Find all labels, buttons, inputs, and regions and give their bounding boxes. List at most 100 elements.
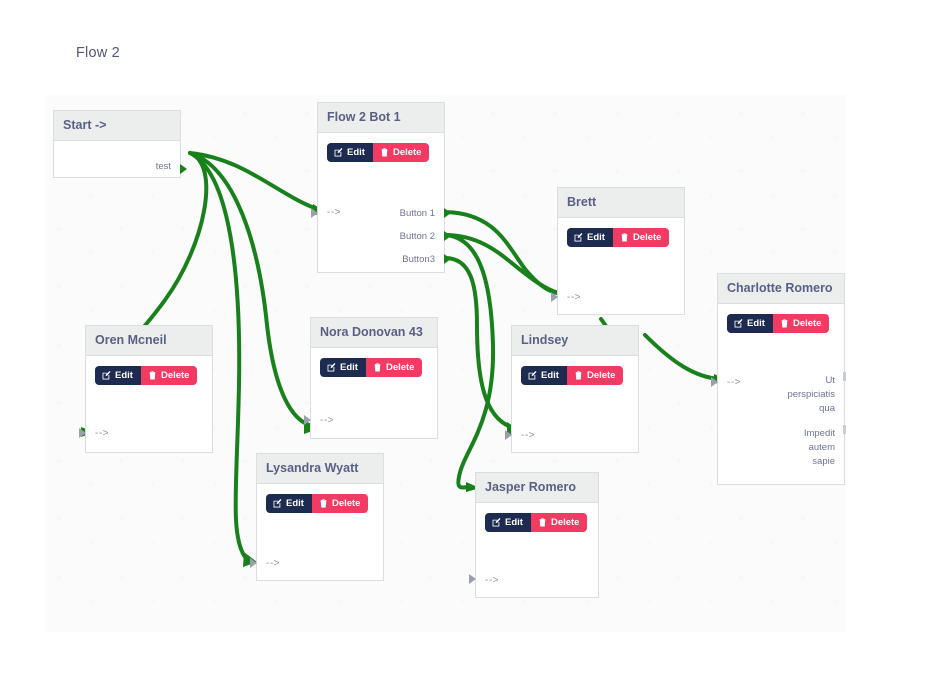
node-body-lysandra-wyatt: Edit Delete --> — [257, 484, 383, 581]
port-in-brett[interactable]: --> — [567, 292, 581, 303]
delete-button-brett[interactable]: Delete — [612, 228, 670, 247]
input-handle-oren-mcneil[interactable] — [79, 428, 86, 438]
delete-button-label: Delete — [550, 517, 580, 528]
action-buttons-brett: Edit Delete — [567, 228, 670, 247]
delete-button-label: Delete — [632, 232, 662, 243]
delete-button-charlotte-romero[interactable]: Delete — [772, 314, 830, 333]
output-handle-button-1[interactable] — [444, 208, 451, 218]
trash-icon — [380, 148, 389, 157]
message-text-line-6: sapie — [812, 456, 835, 467]
input-handle-lindsey[interactable] — [505, 430, 512, 440]
edit-button-flow-2-bot-1[interactable]: Edit — [327, 143, 373, 162]
pencil-square-icon — [102, 371, 111, 380]
action-buttons-jasper-romero: Edit Delete — [485, 513, 588, 532]
flow-canvas[interactable]: Start -> test Flow 2 Bot 1 Edit — [45, 95, 846, 632]
port-out-test[interactable]: test — [155, 161, 171, 172]
edit-button-label: Edit — [347, 147, 365, 158]
edit-button-label: Edit — [587, 232, 605, 243]
edit-button-nora-donovan-43[interactable]: Edit — [320, 358, 366, 377]
node-body-flow-2-bot-1: Edit Delete --> Button 1 Button 2 Button… — [318, 133, 444, 273]
input-handle-charlotte-romero[interactable] — [711, 377, 718, 387]
node-lysandra-wyatt[interactable]: Lysandra Wyatt Edit Delete — [250, 453, 384, 581]
trash-icon — [373, 363, 382, 372]
node-oren-mcneil[interactable]: Oren Mcneil Edit Delete — [79, 325, 213, 453]
pencil-square-icon — [492, 518, 501, 527]
port-in-lysandra-wyatt[interactable]: --> — [266, 558, 280, 569]
output-handle-charlotte-2[interactable] — [843, 425, 846, 434]
trash-icon — [148, 371, 157, 380]
delete-button-label: Delete — [331, 498, 361, 509]
port-in-oren-mcneil[interactable]: --> — [95, 428, 109, 439]
edit-button-label: Edit — [115, 370, 133, 381]
pencil-square-icon — [273, 499, 282, 508]
output-handle-charlotte-1[interactable] — [843, 372, 846, 381]
edit-button-label: Edit — [340, 362, 358, 373]
delete-button-label: Delete — [385, 362, 415, 373]
action-buttons-oren-mcneil: Edit Delete — [95, 366, 198, 385]
port-out-button-3[interactable]: Button3 — [402, 254, 435, 265]
edit-button-lindsey[interactable]: Edit — [521, 366, 567, 385]
input-handle-brett[interactable] — [551, 292, 558, 302]
edge-button1-to-brett — [443, 210, 568, 296]
input-handle-flow-2-bot-1[interactable] — [311, 208, 318, 218]
action-buttons-nora-donovan-43: Edit Delete — [320, 358, 423, 377]
node-title-flow-2-bot-1: Flow 2 Bot 1 — [318, 103, 444, 133]
edit-button-label: Edit — [286, 498, 304, 509]
node-lindsey[interactable]: Lindsey Edit Delete — [505, 325, 639, 453]
action-buttons-flow-2-bot-1: Edit Delete — [327, 143, 430, 162]
message-text-line-4: Impedit — [803, 428, 835, 439]
input-handle-lysandra-wyatt[interactable] — [250, 558, 257, 568]
node-title-charlotte-romero: Charlotte Romero — [718, 274, 844, 304]
port-in-jasper-romero[interactable]: --> — [485, 575, 499, 586]
page-title: Flow 2 — [76, 45, 120, 61]
node-body-charlotte-romero: Edit Delete --> Ut perspiciatis qua Impe… — [718, 304, 844, 485]
port-out-button-2[interactable]: Button 2 — [399, 231, 435, 242]
pencil-square-icon — [528, 371, 537, 380]
edge-start-to-bot — [188, 151, 319, 211]
message-text-line-2: perspiciatis — [787, 389, 835, 400]
action-buttons-lysandra-wyatt: Edit Delete — [266, 494, 369, 513]
port-out-button-1[interactable]: Button 1 — [399, 208, 435, 219]
edit-button-charlotte-romero[interactable]: Edit — [727, 314, 773, 333]
node-start[interactable]: Start -> test — [53, 110, 187, 178]
output-handle-button-3[interactable] — [444, 254, 451, 264]
delete-button-lindsey[interactable]: Delete — [566, 366, 624, 385]
pencil-square-icon — [734, 319, 743, 328]
node-body-jasper-romero: Edit Delete --> — [476, 503, 598, 598]
node-flow-2-bot-1[interactable]: Flow 2 Bot 1 Edit Delete — [311, 102, 451, 273]
input-handle-jasper-romero[interactable] — [469, 574, 476, 584]
port-in-lindsey[interactable]: --> — [521, 430, 535, 441]
delete-button-nora-donovan-43[interactable]: Delete — [365, 358, 423, 377]
trash-icon — [780, 319, 789, 328]
port-in-nora-donovan-43[interactable]: --> — [320, 415, 334, 426]
port-in-flow-2-bot-1[interactable]: --> — [327, 207, 341, 218]
output-handle-test[interactable] — [180, 164, 187, 174]
delete-button-oren-mcneil[interactable]: Delete — [140, 366, 198, 385]
delete-button-label: Delete — [160, 370, 190, 381]
pencil-square-icon — [334, 148, 343, 157]
delete-button-lysandra-wyatt[interactable]: Delete — [311, 494, 369, 513]
node-body-nora-donovan-43: Edit Delete --> — [311, 348, 437, 439]
message-text-line-1: Ut — [825, 375, 836, 386]
node-nora-donovan-43[interactable]: Nora Donovan 43 Edit Delete — [304, 317, 438, 439]
action-buttons-charlotte-romero: Edit Delete — [727, 314, 830, 333]
input-handle-nora-donovan-43[interactable] — [304, 415, 311, 425]
delete-button-jasper-romero[interactable]: Delete — [530, 513, 588, 532]
delete-button-flow-2-bot-1[interactable]: Delete — [372, 143, 430, 162]
edit-button-jasper-romero[interactable]: Edit — [485, 513, 531, 532]
node-charlotte-romero[interactable]: Charlotte Romero Edit Delete — [711, 273, 846, 485]
pencil-square-icon — [327, 363, 336, 372]
node-jasper-romero[interactable]: Jasper Romero Edit Delete — [469, 472, 599, 598]
output-handle-button-2[interactable] — [444, 231, 451, 241]
edit-button-oren-mcneil[interactable]: Edit — [95, 366, 141, 385]
delete-button-label: Delete — [392, 147, 422, 158]
edit-button-label: Edit — [747, 318, 765, 329]
node-brett[interactable]: Brett Edit Delete — [551, 187, 685, 315]
node-title-lindsey: Lindsey — [512, 326, 638, 356]
node-title-oren-mcneil: Oren Mcneil — [86, 326, 212, 356]
edit-button-lysandra-wyatt[interactable]: Edit — [266, 494, 312, 513]
port-in-charlotte-romero[interactable]: --> — [727, 377, 741, 388]
edge-button3-to-lindsey — [443, 256, 513, 429]
edit-button-brett[interactable]: Edit — [567, 228, 613, 247]
